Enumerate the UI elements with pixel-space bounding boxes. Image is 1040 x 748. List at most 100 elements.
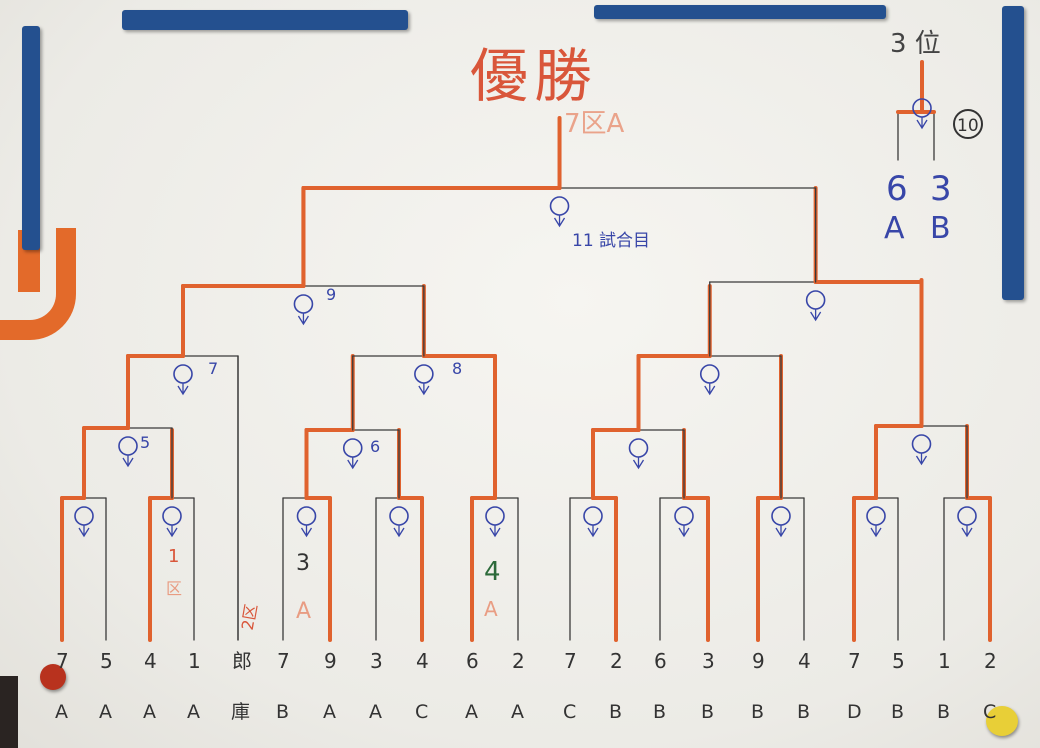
team-number: 4: [144, 649, 157, 673]
team-group: A: [143, 701, 156, 723]
match-marker-stroke: [915, 453, 928, 466]
match-marker-stroke: [393, 525, 405, 538]
match-semi-1: [293, 294, 314, 314]
team-group: B: [751, 701, 764, 723]
annotation-pick: 1: [168, 546, 179, 567]
team-number: 7: [848, 649, 861, 673]
team-group: D: [847, 701, 862, 723]
match-marker-stroke: [775, 525, 787, 538]
match-number-5: 5: [140, 433, 150, 452]
match-r3-1: [173, 364, 193, 384]
team-number: 6: [466, 649, 479, 673]
match-marker-stroke: [870, 525, 882, 538]
team-group: B: [609, 701, 622, 723]
team-number: 4: [416, 649, 429, 673]
annotation-score-4: 4: [484, 557, 501, 587]
team-group: C: [983, 701, 996, 723]
team-group: A: [187, 701, 200, 723]
team-group: B: [937, 701, 950, 723]
third-place-team-1-group: A: [884, 211, 905, 246]
match-markers: [74, 98, 977, 538]
match-marker-stroke: [678, 525, 690, 538]
team-group: C: [415, 701, 428, 723]
match-marker-stroke: [704, 383, 716, 396]
team-group: B: [276, 701, 289, 723]
match-number-8: 8: [452, 359, 462, 378]
magnet-bar-left: [22, 26, 40, 250]
third-place-match-circle: [953, 109, 983, 139]
match-marker-stroke: [78, 525, 90, 538]
team-number: 5: [892, 649, 905, 673]
match-number-7: 7: [208, 359, 218, 378]
team-group: A: [55, 701, 68, 723]
match-final: [549, 196, 570, 216]
bye-label: 2区: [238, 603, 261, 632]
match-marker-stroke: [961, 525, 973, 538]
third-place-team-2-group: B: [930, 211, 951, 246]
annotation-score-3: 3: [296, 551, 310, 576]
team-group: B: [797, 701, 810, 723]
match-marker-stroke: [166, 525, 178, 538]
team-number: 6: [654, 649, 667, 673]
team-number: 3: [702, 649, 715, 673]
match-3: [296, 506, 317, 526]
third-place-match-number: 10: [957, 116, 979, 136]
team-number: 9: [752, 649, 765, 673]
team-group: C: [563, 701, 576, 723]
team-number: 7: [56, 649, 69, 673]
team-group: B: [701, 701, 714, 723]
annotation-score-3-sub: A: [296, 599, 311, 624]
bracket-title: 優勝: [470, 42, 598, 110]
team-number: 9: [324, 649, 337, 673]
magnet-bar-top-right: [594, 5, 886, 19]
team-number: 2: [610, 649, 623, 673]
team-group: A: [369, 701, 382, 723]
champion-team: 7区A: [564, 109, 625, 139]
magnet-bar-right: [1002, 6, 1024, 300]
background-object: [0, 676, 18, 748]
team-group: A: [323, 701, 336, 723]
match-b2: [674, 506, 694, 526]
match-marker-stroke: [418, 383, 430, 396]
third-place-team-2-number: 3: [930, 169, 952, 209]
team-number: 3: [370, 649, 383, 673]
match-r2-4: [911, 434, 932, 454]
match-b4: [866, 506, 886, 526]
match-r2-2: [342, 438, 363, 458]
third-place-label: 3 位: [890, 29, 941, 59]
team-number: 7: [564, 649, 577, 673]
match-number-6: 6: [370, 437, 380, 456]
match-marker-stroke: [553, 215, 566, 228]
match-marker-stroke: [489, 525, 501, 538]
team-group: A: [99, 701, 112, 723]
match-r3-2: [414, 364, 434, 384]
team-labels: 7A5A4A1A郎庫7B9A3A4C6A2A7C2B6B3B9B4B7D5B1B…: [55, 649, 997, 723]
team-group: B: [653, 701, 666, 723]
match-marker-stroke: [300, 525, 313, 538]
team-group: 庫: [231, 701, 250, 723]
team-number: 郎: [232, 649, 252, 673]
match-b1: [583, 506, 603, 526]
third-place-team-1-number: 6: [886, 169, 908, 209]
match-marker-stroke: [347, 457, 359, 470]
match-semi-2: [805, 290, 826, 310]
match-r2-3: [628, 438, 649, 458]
match-marker-stroke: [916, 117, 928, 130]
match-r2-1: [118, 436, 138, 456]
red-pushpin: [40, 664, 66, 690]
team-number: 1: [188, 649, 201, 673]
match-number-9: 9: [326, 285, 336, 304]
team-group: B: [891, 701, 904, 723]
match-b3: [771, 506, 791, 526]
yellow-pushpin: [986, 706, 1018, 736]
match-marker-stroke: [587, 525, 599, 538]
match-marker-stroke: [177, 383, 189, 396]
match-4: [389, 506, 409, 526]
annotation-score-4-sub: A: [484, 597, 498, 621]
annotation-pick-sub: 区: [166, 579, 182, 598]
match-marker-stroke: [632, 457, 645, 470]
match-1: [74, 506, 94, 526]
match-marker-stroke: [810, 309, 822, 322]
